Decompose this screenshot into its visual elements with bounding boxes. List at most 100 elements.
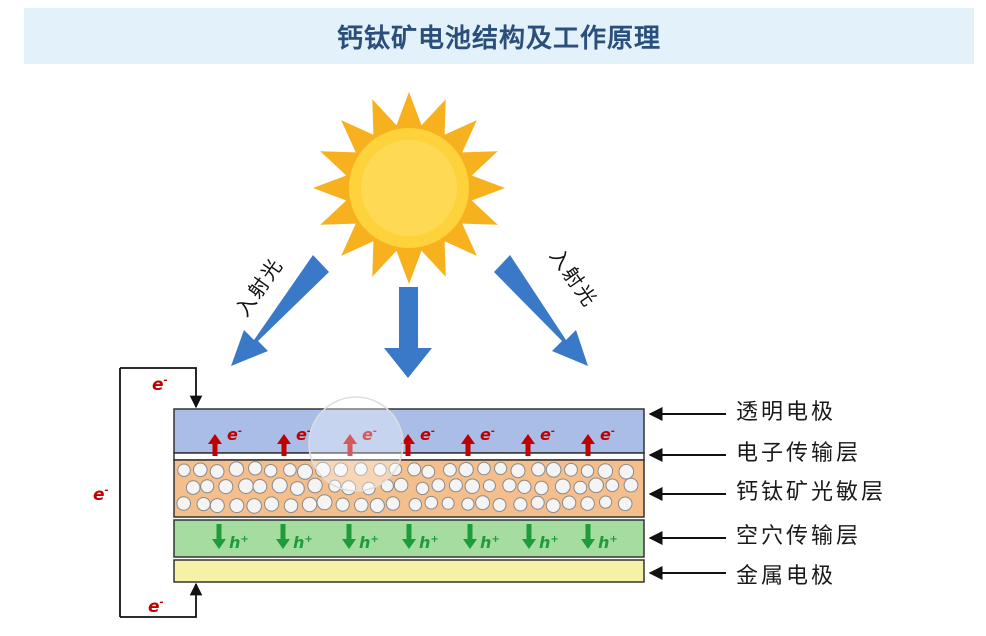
- particle-38: [393, 477, 409, 493]
- electron-arrow-4: [461, 434, 475, 456]
- hole-label-4: h+: [480, 533, 500, 552]
- label-perovskite: 钙钛矿光敏层: [736, 480, 887, 505]
- label-electron-transport: 电子传输层: [736, 441, 862, 466]
- hole-arrow-4: [463, 524, 477, 549]
- particle-30: [252, 479, 268, 494]
- label-pointers: [648, 407, 726, 580]
- circuit-top-wire: [120, 367, 203, 409]
- particle-40: [431, 478, 446, 493]
- hole-label-1: h+: [293, 533, 313, 552]
- particle-48: [573, 480, 588, 495]
- particle-77: [617, 496, 633, 512]
- particle-0: [177, 463, 191, 477]
- hole-arrow-1: [276, 524, 290, 549]
- particle-45: [517, 479, 532, 494]
- particle-52: [176, 496, 191, 511]
- particle-21: [545, 462, 562, 478]
- particle-64: [385, 496, 401, 511]
- electron-arrow-2: [343, 434, 357, 456]
- particle-70: [492, 498, 507, 512]
- particle-67: [441, 496, 455, 510]
- hole-arrow-6: [581, 524, 595, 549]
- particle-28: [218, 479, 234, 495]
- particle-22: [564, 462, 578, 477]
- particle-32: [290, 481, 305, 496]
- particle-9: [333, 462, 349, 478]
- particle-3: [228, 461, 245, 477]
- sun: [313, 92, 505, 284]
- hole-label-0: h+: [229, 533, 249, 552]
- particle-59: [301, 496, 318, 513]
- electron-label-6: e-: [600, 425, 615, 444]
- electron-arrow-5: [521, 434, 535, 456]
- particle-73: [545, 498, 561, 514]
- particle-44: [502, 478, 517, 493]
- particle-71: [513, 497, 528, 512]
- hole-label-2: h+: [359, 533, 379, 552]
- electron-label-3: e-: [420, 425, 435, 444]
- particle-49: [588, 477, 604, 494]
- particle-62: [354, 497, 369, 513]
- hole-label-3: h+: [419, 533, 439, 552]
- particle-36: [362, 481, 376, 496]
- particle-2: [209, 464, 225, 479]
- electron-arrow-1: [277, 434, 291, 456]
- hole-arrow-2: [342, 524, 356, 549]
- particle-24: [597, 463, 614, 479]
- particle-41: [448, 478, 463, 493]
- particle-1: [193, 462, 208, 478]
- particle-25: [618, 463, 635, 480]
- electron-label-5: e-: [540, 425, 555, 444]
- electron-arrow-6: [581, 434, 595, 456]
- particle-31: [271, 477, 288, 494]
- label-metal-electrode: 金属电极: [736, 564, 837, 589]
- light-arrow-right: [494, 255, 588, 366]
- particle-33: [307, 477, 323, 494]
- particle-43: [482, 479, 496, 493]
- sun-highlight: [361, 140, 457, 236]
- hole-arrow-0: [212, 524, 226, 549]
- electron-label-1: e-: [296, 425, 311, 444]
- particle-18: [494, 461, 508, 475]
- particle-50: [605, 478, 620, 493]
- particle-7: [297, 463, 313, 480]
- particle-76: [599, 495, 613, 509]
- electron-label-0: e-: [227, 425, 242, 444]
- particle-61: [335, 497, 350, 512]
- particle-74: [561, 495, 577, 510]
- electron-arrows: e-e-e-e-e-e-e-: [208, 425, 615, 456]
- electron-label-2: e-: [362, 425, 377, 444]
- particle-58: [283, 498, 299, 514]
- particle-5: [264, 464, 278, 478]
- particle-54: [209, 498, 225, 514]
- highlight-circle: [308, 396, 404, 492]
- particle-19: [510, 463, 526, 479]
- particle-13: [407, 462, 422, 477]
- particle-56: [246, 498, 262, 514]
- hole-label-6: h+: [598, 533, 618, 552]
- page-title: 钙钛矿电池结构及工作原理: [336, 23, 661, 54]
- particle-42: [464, 478, 480, 494]
- particle-63: [369, 497, 385, 514]
- incident-light-label-right: 入射光: [545, 244, 603, 312]
- circuit-electron-top: e-: [152, 375, 168, 395]
- particle-29: [238, 478, 254, 495]
- title-bar: 钙钛矿电池结构及工作原理: [24, 8, 974, 64]
- circuit-bottom-wire: [120, 582, 203, 618]
- particle-66: [424, 495, 439, 510]
- particle-26: [185, 480, 201, 495]
- hole-arrows: h+ h+ h+ h+ h+ h+ h+: [212, 524, 618, 552]
- particle-17: [477, 461, 491, 476]
- electron-label-4: e-: [480, 425, 495, 444]
- particle-51: [623, 477, 639, 493]
- hole-label-5: h+: [539, 533, 559, 552]
- particle-11: [373, 463, 387, 477]
- particle-68: [461, 497, 475, 511]
- circuit-electron-bottom: e-: [148, 597, 164, 617]
- electron-arrow-3: [401, 434, 415, 456]
- particle-60: [316, 494, 333, 511]
- perovskite-particles: [176, 461, 639, 514]
- particle-75: [580, 496, 595, 511]
- particle-57: [264, 496, 280, 512]
- particle-4: [248, 461, 263, 476]
